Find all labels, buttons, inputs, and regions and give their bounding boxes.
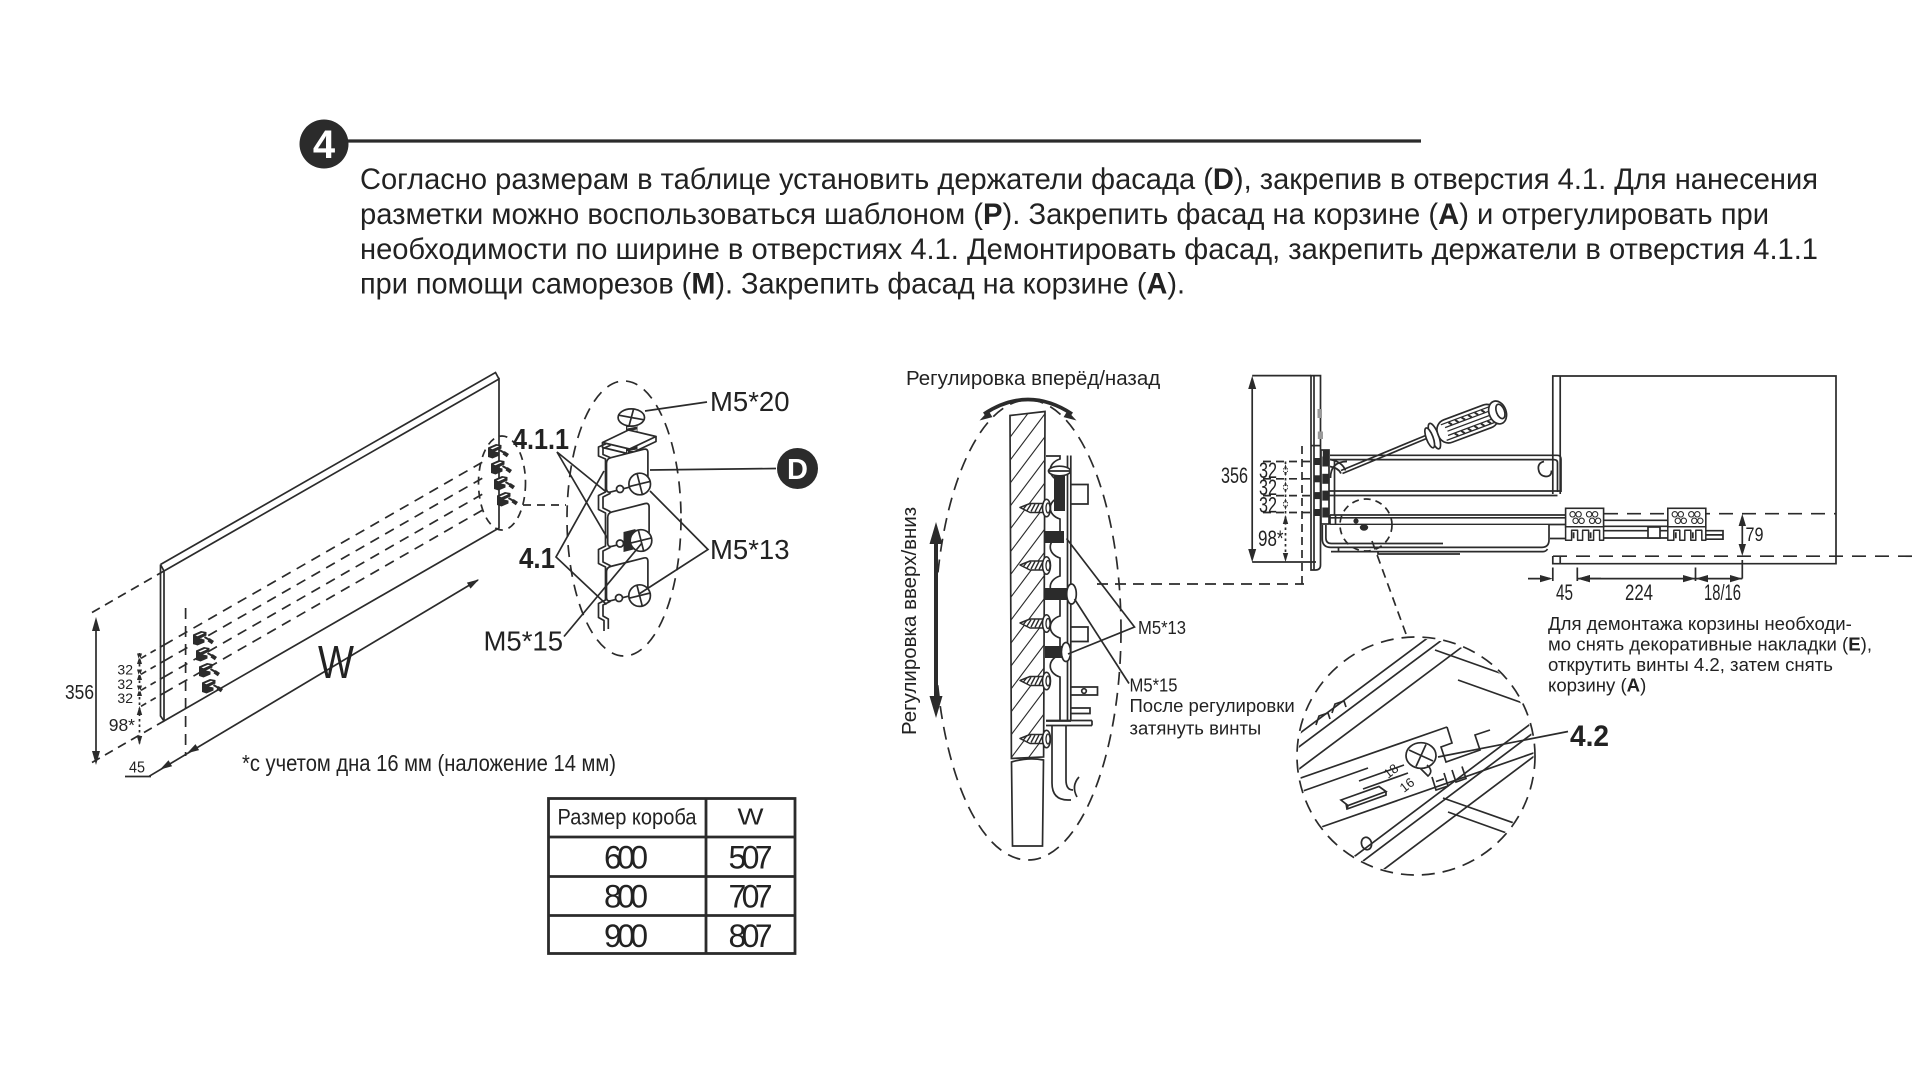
svg-text:После регулировки: После регулировки — [1130, 695, 1295, 716]
svg-text:507: 507 — [729, 840, 773, 876]
svg-text:32: 32 — [117, 690, 133, 706]
svg-text:807: 807 — [729, 918, 773, 954]
svg-text:*с учетом дна 16 мм (наложение: *с учетом дна 16 мм (наложение 14 мм) — [242, 750, 616, 776]
svg-text:4.1.1: 4.1.1 — [513, 424, 569, 456]
svg-text:32: 32 — [117, 662, 133, 678]
svg-text:45: 45 — [129, 760, 145, 777]
svg-text:800: 800 — [604, 879, 648, 915]
svg-text:4.1: 4.1 — [519, 543, 555, 575]
svg-text:Регулировка вперёд/назад: Регулировка вперёд/назад — [906, 367, 1160, 390]
svg-text:W: W — [318, 636, 354, 688]
svg-text:открутить винты 4.2, затем сня: открутить винты 4.2, затем снять — [1548, 654, 1833, 675]
svg-text:356: 356 — [65, 681, 94, 704]
svg-text:корзину (A): корзину (A) — [1548, 675, 1646, 696]
svg-text:необходимости по ширине в отве: необходимости по ширине в отверстиях 4.1… — [360, 234, 1818, 266]
svg-text:разметки можно воспользоваться: разметки можно воспользоваться шаблоном … — [360, 199, 1769, 231]
svg-text:98*: 98* — [1258, 526, 1284, 551]
svg-text:M5*13: M5*13 — [1138, 617, 1186, 638]
svg-text:при помощи саморезов (M). Закр: при помощи саморезов (M). Закрепить фаса… — [360, 269, 1185, 301]
svg-text:M5*13: M5*13 — [710, 534, 790, 565]
svg-text:M5*15: M5*15 — [484, 626, 564, 657]
svg-text:79: 79 — [1746, 525, 1764, 546]
svg-text:затянуть винты: затянуть винты — [1130, 718, 1262, 739]
svg-text:32: 32 — [1259, 458, 1277, 483]
svg-text:D: D — [787, 454, 808, 486]
svg-text:45: 45 — [1556, 580, 1573, 605]
svg-text:707: 707 — [729, 879, 773, 915]
svg-text:600: 600 — [604, 840, 648, 876]
svg-text:32: 32 — [117, 676, 133, 692]
svg-text:мо снять декоративные накладки: мо снять декоративные накладки (E), — [1548, 634, 1872, 655]
svg-text:32: 32 — [1259, 475, 1277, 500]
svg-text:18/16: 18/16 — [1704, 580, 1741, 605]
svg-text:Для демонтажа корзины необходи: Для демонтажа корзины необходи- — [1548, 613, 1852, 634]
svg-text:224: 224 — [1625, 580, 1653, 605]
svg-text:W: W — [738, 804, 765, 830]
svg-text:900: 900 — [604, 918, 648, 954]
svg-text:98*: 98* — [109, 715, 135, 735]
svg-text:Регулировка вверх/вниз: Регулировка вверх/вниз — [898, 507, 921, 735]
svg-text:M5*20: M5*20 — [710, 386, 790, 417]
svg-text:Согласно размерам в таблице ус: Согласно размерам в таблице установить д… — [360, 164, 1818, 196]
svg-text:4: 4 — [313, 123, 336, 167]
svg-text:356: 356 — [1221, 463, 1248, 488]
svg-text:4.2: 4.2 — [1570, 720, 1609, 753]
svg-text:32: 32 — [1259, 492, 1277, 517]
svg-text:Размер короба: Размер короба — [558, 805, 698, 830]
svg-text:M5*15: M5*15 — [1130, 675, 1178, 696]
